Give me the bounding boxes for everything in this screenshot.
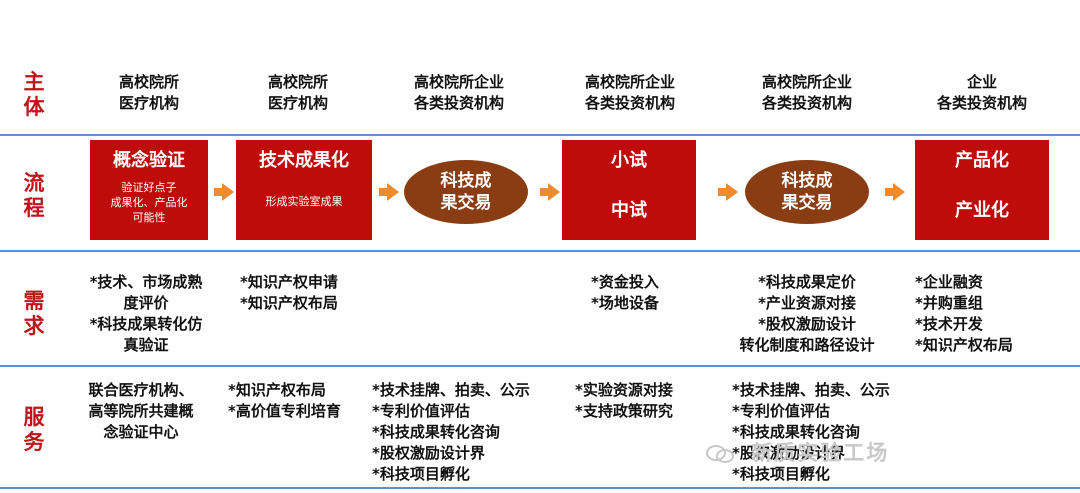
- process-box-subtitle: 形成实验室成果: [265, 195, 343, 208]
- subject-col-1: 高校院所 医疗机构: [118, 73, 179, 112]
- process-oval-trade-1: 科技成 果交易: [404, 160, 528, 224]
- row-label-services: 服 务: [23, 405, 45, 454]
- divider-3: [0, 365, 1080, 367]
- needs-item: *科技成果转化仿: [89, 315, 203, 333]
- services-item: *科技成果转化咨询: [372, 423, 500, 441]
- needs-col-5: *科技成果定价 *产业资源对接 *股权激励设计 转化制度和路径设计: [724, 272, 890, 356]
- needs-item: *知识产权布局: [240, 294, 338, 312]
- needs-item: *技术开发: [915, 315, 983, 333]
- needs-item: 真验证: [123, 336, 169, 354]
- process-box-title: 概念验证: [113, 150, 185, 171]
- subject-col-4: 高校院所企业 各类投资机构: [584, 73, 675, 112]
- process-box-title-2: 中试: [611, 200, 647, 221]
- needs-item: *知识产权申请: [240, 273, 338, 291]
- needs-item: 度评价: [123, 294, 169, 312]
- services-item: *技术挂牌、拍卖、公示: [732, 381, 890, 399]
- services-item: 念验证中心: [103, 423, 179, 441]
- needs-col-1: *技术、市场成熟 度评价 *科技成果转化仿 真验证: [78, 272, 214, 356]
- services-item: *股权激励设计界: [732, 444, 845, 462]
- divider-4: [0, 487, 1080, 489]
- process-box-title-2: 产业化: [955, 200, 1009, 221]
- process-box-tech-result: 技术成果化 形成实验室成果: [236, 140, 372, 240]
- divider-1: [0, 134, 1080, 136]
- services-item: *科技成果转化咨询: [732, 423, 860, 441]
- subject-col-2: 高校院所 医疗机构: [267, 73, 328, 112]
- subject-col-6: 企业 各类投资机构: [936, 73, 1027, 112]
- needs-item: *并购重组: [915, 294, 983, 312]
- needs-item: *技术、市场成熟: [89, 273, 203, 291]
- needs-item: *产业资源对接: [758, 294, 856, 312]
- services-col-4: *实验资源对接 *支持政策研究: [575, 380, 673, 422]
- process-oval-trade-2: 科技成 果交易: [745, 160, 869, 224]
- subject-col-3: 高校院所企业 各类投资机构: [413, 73, 504, 112]
- needs-item: *场地设备: [591, 294, 659, 312]
- process-box-productization: 产品化 产业化: [915, 140, 1049, 240]
- services-item: 联合医疗机构、: [88, 381, 194, 399]
- row-label-process: 流 程: [23, 171, 45, 220]
- services-item: 高等院所共建概: [88, 402, 194, 420]
- process-box-pilot: 小试 中试: [562, 140, 696, 240]
- arrow-right-icon: [540, 183, 560, 201]
- process-box-title: 产品化: [955, 150, 1009, 171]
- needs-item: *资金投入: [591, 273, 659, 291]
- row-label-needs: 需 求: [23, 289, 45, 338]
- services-col-3: *技术挂牌、拍卖、公示 *专利价值评估 *科技成果转化咨询 *股权激励设计界 *…: [372, 380, 530, 485]
- process-box-title: 小试: [611, 150, 647, 171]
- services-item: *知识产权布局: [228, 381, 326, 399]
- services-item: *科技项目孵化: [372, 465, 470, 483]
- services-item: *专利价值评估: [732, 402, 830, 420]
- watermark-text: 新质实验工场: [751, 441, 890, 465]
- needs-item: *科技成果定价: [758, 273, 856, 291]
- services-col-5: *技术挂牌、拍卖、公示 *专利价值评估 *科技成果转化咨询 *股权激励设计界 *…: [732, 380, 890, 485]
- services-item: *支持政策研究: [575, 402, 673, 420]
- services-item: *科技项目孵化: [732, 465, 830, 483]
- subject-col-5: 高校院所企业 各类投资机构: [761, 73, 852, 112]
- watermark: 新质实验工场: [706, 437, 889, 467]
- needs-item: *企业融资: [915, 273, 983, 291]
- arrow-right-icon: [718, 183, 738, 201]
- process-box-title: 技术成果化: [259, 150, 349, 171]
- services-col-2: *知识产权布局 *高价值专利培育: [228, 380, 341, 422]
- services-item: *股权激励设计界: [372, 444, 485, 462]
- wechat-icon: [706, 444, 734, 464]
- arrow-right-icon: [379, 183, 399, 201]
- services-item: *专利价值评估: [372, 402, 470, 420]
- needs-item: 转化制度和路径设计: [739, 336, 875, 354]
- arrow-right-icon: [885, 183, 905, 201]
- divider-2: [0, 250, 1080, 252]
- needs-col-4: *资金投入 *场地设备: [591, 272, 659, 314]
- needs-col-6: *企业融资 *并购重组 *技术开发 *知识产权布局: [915, 272, 1013, 356]
- services-item: *技术挂牌、拍卖、公示: [372, 381, 530, 399]
- services-col-1: 联合医疗机构、 高等院所共建概 念验证中心: [72, 380, 210, 443]
- row-label-subject: 主 体: [23, 70, 45, 119]
- needs-item: *股权激励设计: [758, 315, 856, 333]
- services-item: *实验资源对接: [575, 381, 673, 399]
- arrow-right-icon: [214, 183, 234, 201]
- process-box-subtitle: 验证好点子 成果化、产品化 可能性: [110, 181, 188, 224]
- services-item: *高价值专利培育: [228, 402, 341, 420]
- needs-col-2: *知识产权申请 *知识产权布局: [240, 272, 338, 314]
- needs-item: *知识产权布局: [915, 336, 1013, 354]
- process-box-concept-validation: 概念验证 验证好点子 成果化、产品化 可能性: [90, 140, 208, 240]
